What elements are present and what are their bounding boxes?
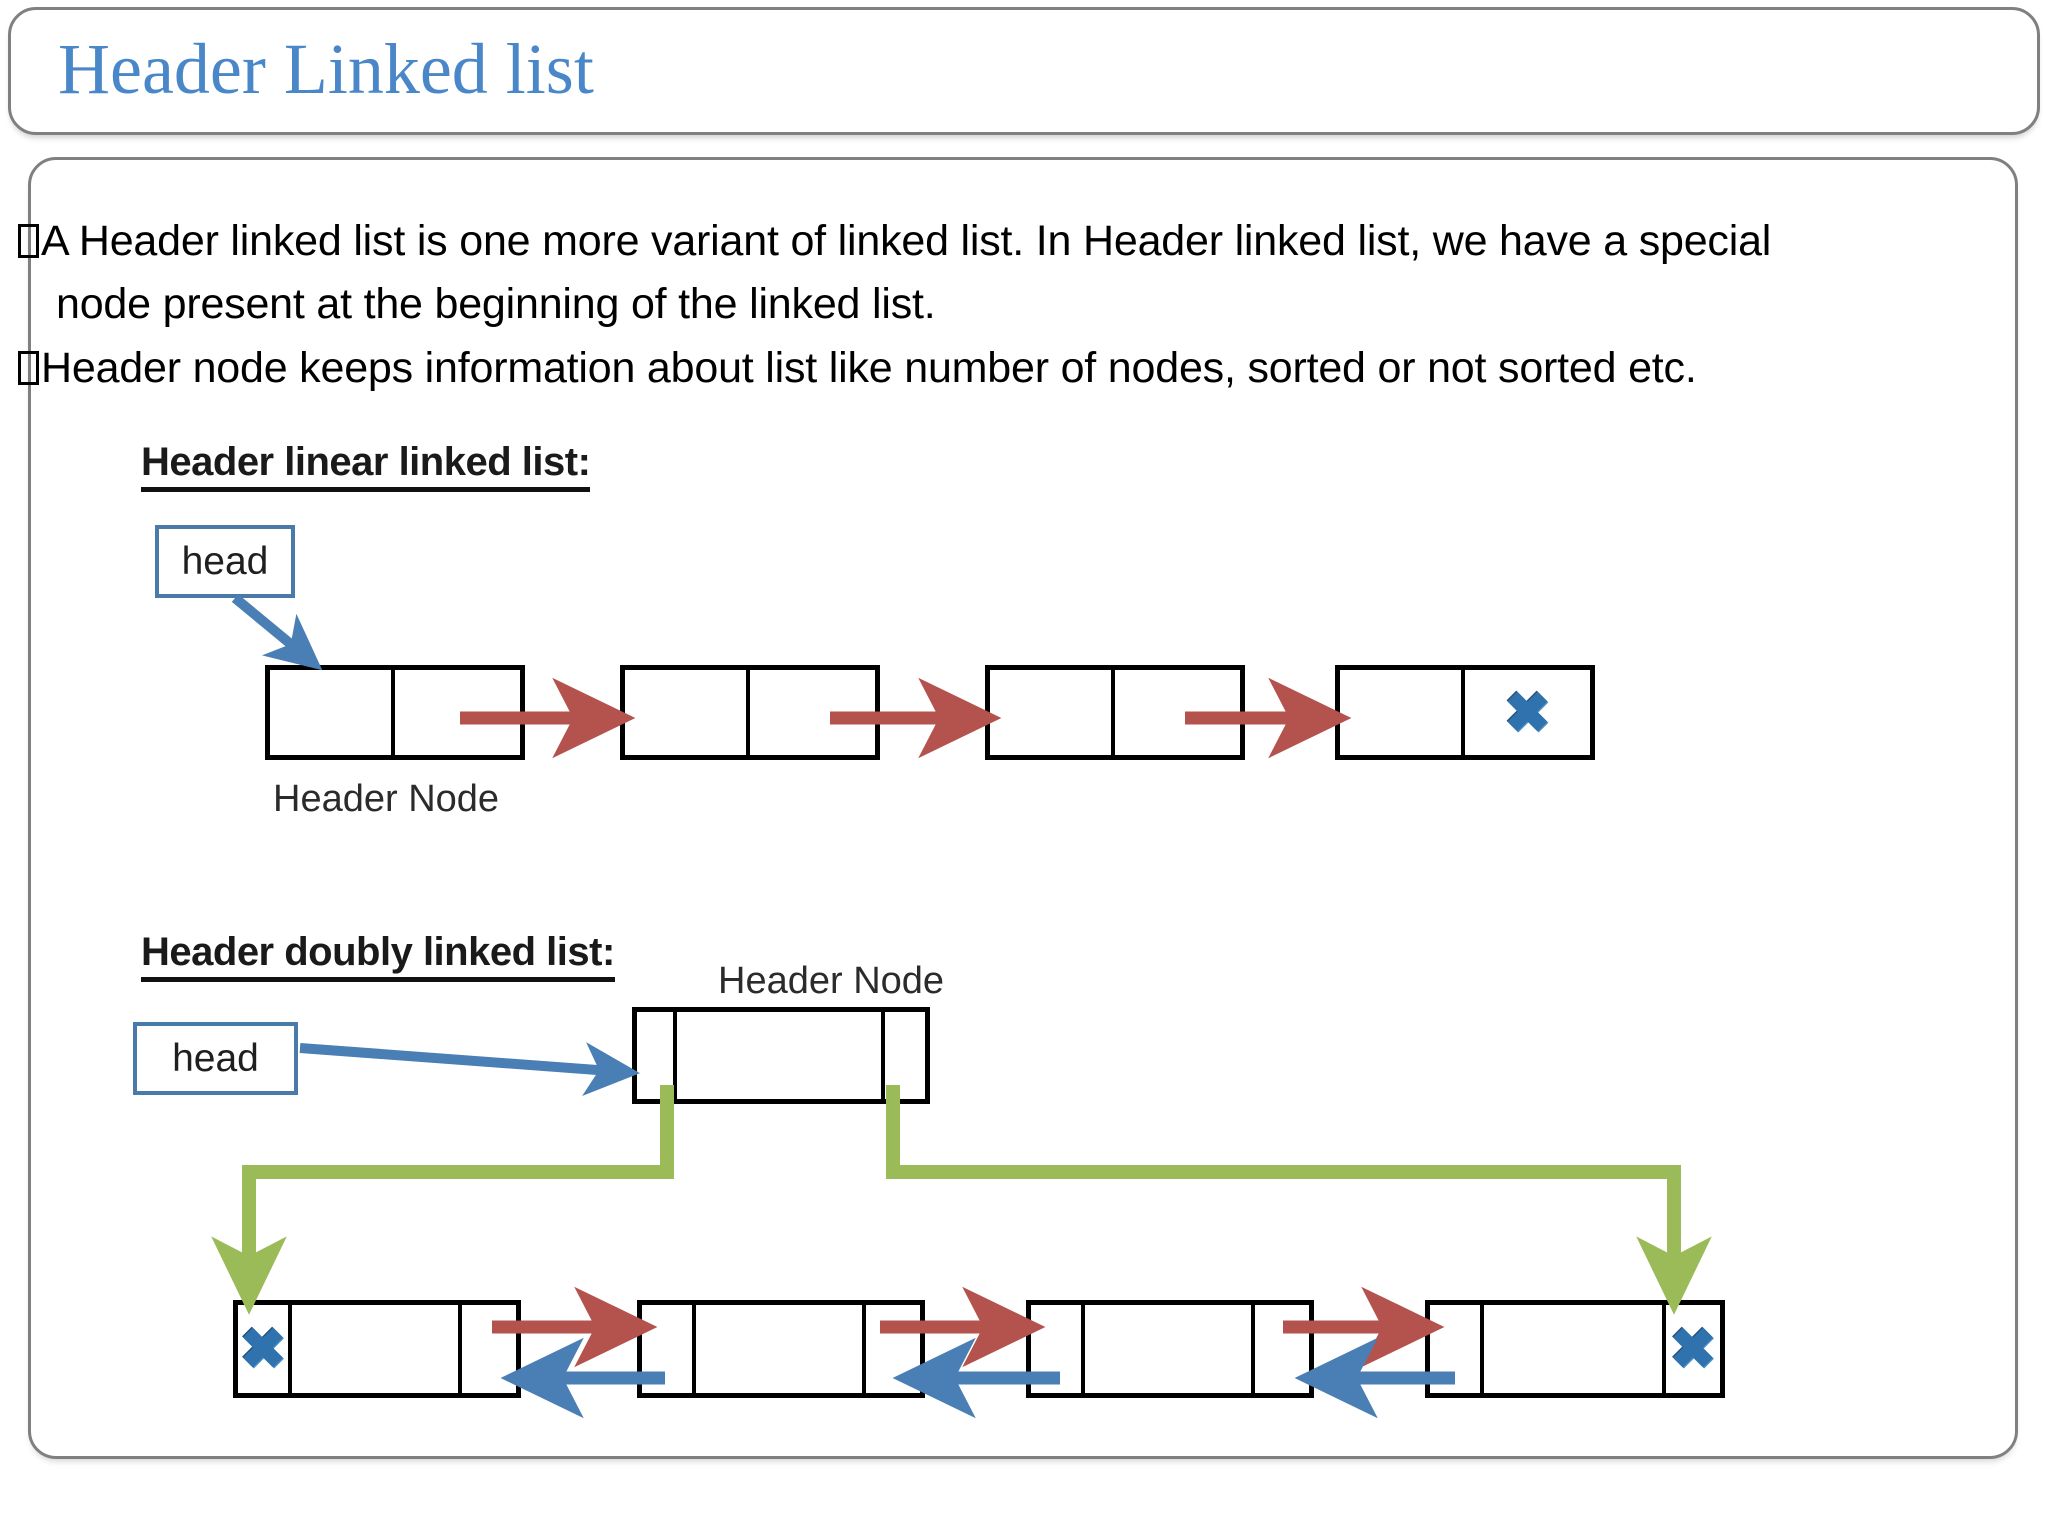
- bullet-2-line-1: Header node keeps information about list…: [41, 344, 1697, 392]
- bullet-1-line-2: node present at the beginning of the lin…: [56, 280, 936, 328]
- bullet-marker-icon: [18, 224, 39, 258]
- bullet-item-2: Header node keeps information about list…: [18, 337, 1978, 400]
- title-frame: [8, 7, 2040, 135]
- bullet-item-1: A Header linked list is one more variant…: [18, 210, 1978, 336]
- bullet-1-line-1: A Header linked list is one more variant…: [41, 217, 1772, 265]
- page-title: Header Linked list: [58, 29, 594, 109]
- bullet-marker-icon: [18, 351, 39, 385]
